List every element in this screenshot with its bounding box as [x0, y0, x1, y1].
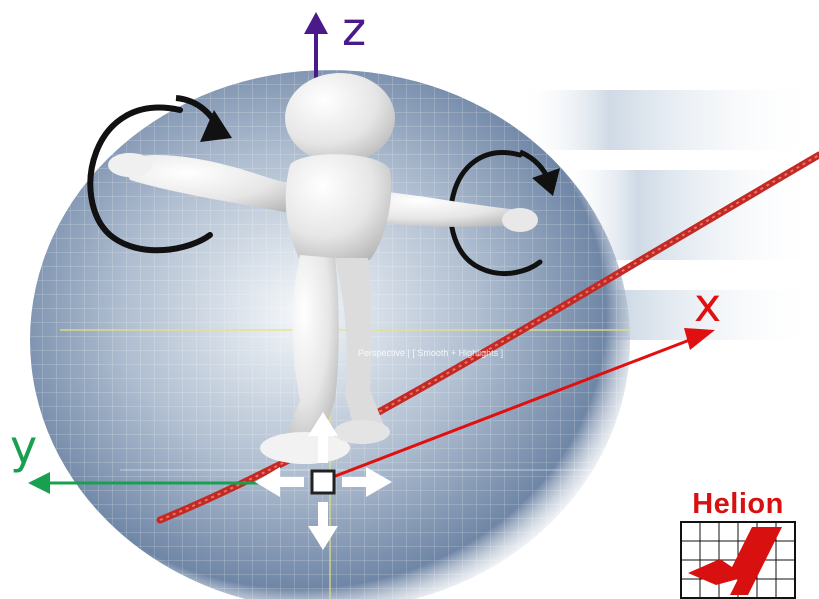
- rotation-arrow-icon: [87, 95, 232, 254]
- x-axis-arrow-icon: [684, 328, 715, 350]
- x-axis-line: [324, 334, 701, 482]
- x-axis-label: x: [694, 278, 722, 332]
- logo-text: Helion: [692, 488, 784, 520]
- tightrope-highlight: [159, 154, 819, 521]
- y-axis-arrow-icon: [28, 472, 50, 494]
- move-gizmo-icon: [255, 412, 392, 550]
- z-axis-label: z: [342, 2, 367, 56]
- logo-grid-icon: [680, 521, 796, 599]
- y-axis-label: y: [10, 420, 38, 474]
- figure-3d: [108, 73, 538, 464]
- z-axis-arrow-icon: [304, 12, 328, 34]
- background-band: [520, 90, 819, 150]
- viewport-label: Perspective | [ Smooth + Highlights ]: [358, 348, 504, 358]
- rotation-arrow-icon: [448, 149, 560, 277]
- helion-logo: Helion: [674, 488, 802, 599]
